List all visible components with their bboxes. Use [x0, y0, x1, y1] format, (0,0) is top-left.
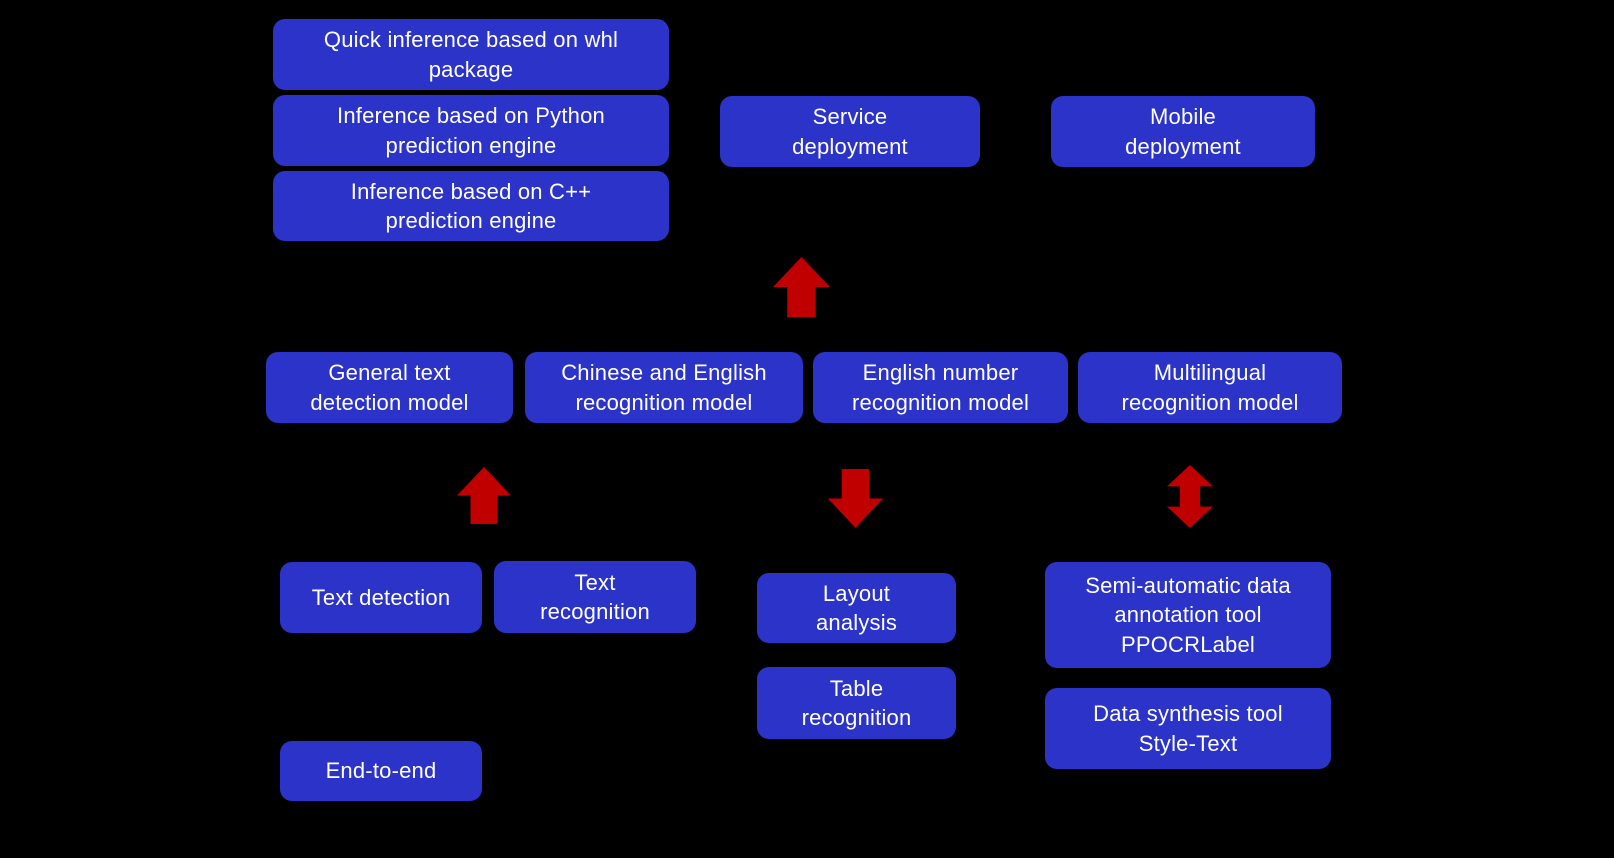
node-english-number-recognition-model: English number recognition model — [813, 352, 1068, 423]
node-chinese-english-recognition-model: Chinese and English recognition model — [525, 352, 803, 423]
double-arrow-icon — [1167, 465, 1213, 528]
up-arrow-icon — [773, 257, 830, 317]
node-text-detection: Text detection — [280, 562, 482, 633]
node-python-prediction-engine: Inference based on Python prediction eng… — [273, 95, 669, 166]
node-ppocrlabel-annotation-tool: Semi-automatic data annotation tool PPOC… — [1045, 562, 1331, 668]
node-quick-inference-whl: Quick inference based on whl package — [273, 19, 669, 90]
node-cpp-prediction-engine: Inference based on C++ prediction engine — [273, 171, 669, 241]
down-arrow-icon — [828, 469, 883, 528]
up-arrow-icon — [457, 467, 511, 524]
node-general-text-detection-model: General text detection model — [266, 352, 513, 423]
node-text-recognition: Text recognition — [494, 561, 696, 633]
node-end-to-end: End-to-end — [280, 741, 482, 801]
node-service-deployment: Service deployment — [720, 96, 980, 167]
node-mobile-deployment: Mobile deployment — [1051, 96, 1315, 167]
node-style-text-synthesis-tool: Data synthesis tool Style-Text — [1045, 688, 1331, 769]
node-table-recognition: Table recognition — [757, 667, 956, 739]
node-layout-analysis: Layout analysis — [757, 573, 956, 643]
node-multilingual-recognition-model: Multilingual recognition model — [1078, 352, 1342, 423]
